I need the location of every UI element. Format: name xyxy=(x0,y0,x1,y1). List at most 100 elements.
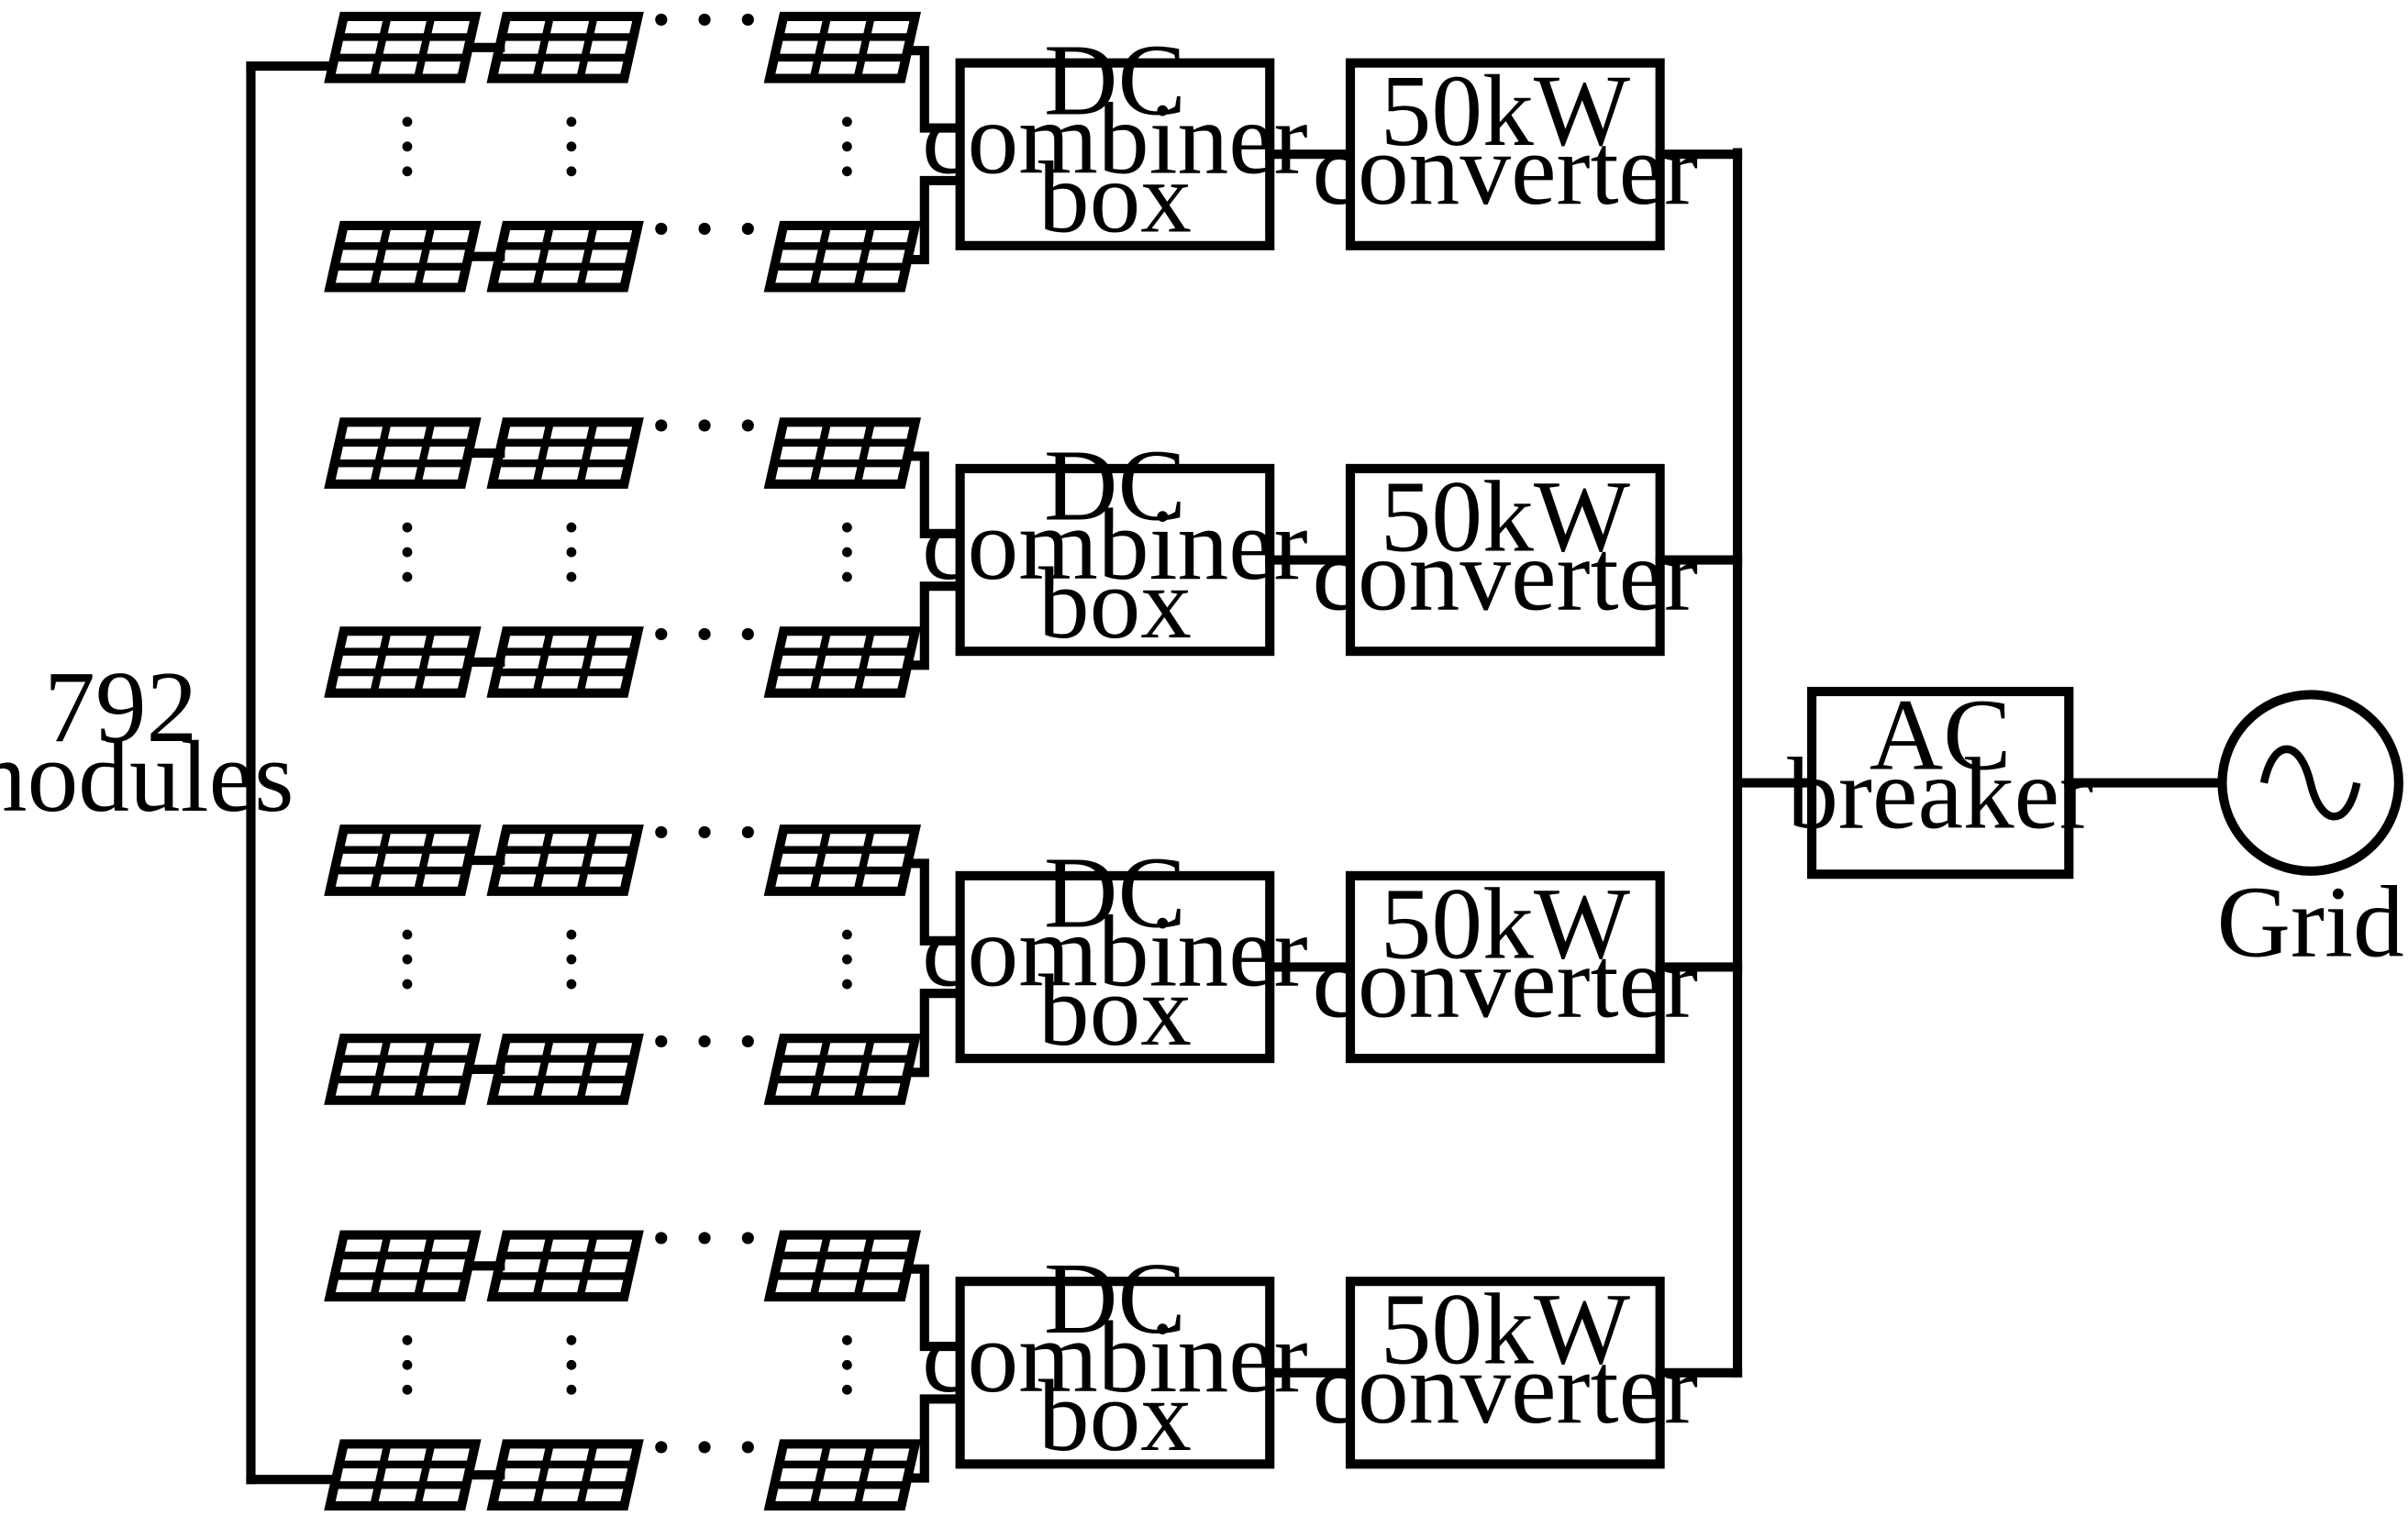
converter-label: converter xyxy=(1313,1333,1699,1445)
combiner-label: box xyxy=(1038,955,1192,1068)
combiner-label: box xyxy=(1038,548,1192,660)
combiner-input-wires xyxy=(907,451,965,670)
ellipsis-v xyxy=(566,1334,577,1395)
ac-breaker: AC breaker xyxy=(1787,679,2093,880)
combiner-label: box xyxy=(1038,142,1192,255)
string-row-top: ··· xyxy=(330,0,915,79)
modules-word: modules xyxy=(0,721,294,834)
string-row-bottom: ··· xyxy=(330,986,915,1101)
ellipsis-v xyxy=(841,929,852,990)
converter-label: 50kW xyxy=(1381,460,1630,573)
solar-panel-icon xyxy=(330,631,476,693)
string-row-top: ··· xyxy=(330,777,915,891)
ellipsis-v xyxy=(402,522,413,582)
solar-panel-icon xyxy=(330,226,476,288)
ellipsis-v xyxy=(841,116,852,177)
solar-panel-icon xyxy=(493,1235,638,1298)
combiner-label: combiner xyxy=(922,489,1308,602)
string-groups: ······DCcombinerbox50kWconverter······DC… xyxy=(330,0,1743,1506)
converter-label: converter xyxy=(1313,520,1699,633)
solar-panel-icon xyxy=(330,17,476,79)
solar-panel-icon xyxy=(770,226,915,288)
ellipsis-h: ··· xyxy=(644,986,774,1099)
solar-panel-icon xyxy=(493,1038,638,1101)
ellipsis-v xyxy=(841,522,852,582)
converter-label: converter xyxy=(1313,927,1699,1040)
string-row-bottom: ··· xyxy=(330,1391,915,1506)
solar-panel-icon xyxy=(770,17,915,79)
module-bracket xyxy=(246,61,338,1485)
ellipsis-v xyxy=(566,116,577,177)
converter-label: converter xyxy=(1313,114,1699,227)
solar-panel-icon xyxy=(770,1444,915,1506)
combiner-label: DC xyxy=(1044,24,1186,137)
string-row-bottom: ··· xyxy=(330,579,915,693)
ac-source-icon xyxy=(2217,690,2403,876)
ellipsis-h: ··· xyxy=(644,1182,774,1295)
solar-panel-icon xyxy=(493,17,638,79)
solar-panel-icon xyxy=(493,422,638,484)
ellipsis-v xyxy=(566,522,577,582)
solar-panel-icon xyxy=(493,829,638,891)
solar-panel-icon xyxy=(330,1444,476,1506)
string-row-top: ··· xyxy=(330,1182,915,1297)
combiner-label: DC xyxy=(1044,1243,1186,1355)
ellipsis-v xyxy=(402,929,413,990)
combiner-label: combiner xyxy=(922,1301,1308,1414)
ellipsis-h: ··· xyxy=(644,1391,774,1504)
combiner-label: combiner xyxy=(922,83,1308,195)
combiner-label: box xyxy=(1038,1360,1192,1473)
combiner-label: DC xyxy=(1044,837,1186,950)
ellipsis-v xyxy=(841,1334,852,1395)
string-row-top: ··· xyxy=(330,370,915,484)
solar-panel-icon xyxy=(493,631,638,693)
breaker-line-1: AC xyxy=(1870,679,2012,791)
solar-panel-icon xyxy=(770,1038,915,1101)
solar-panel-icon xyxy=(330,1235,476,1298)
grid-label: Grid xyxy=(2217,867,2404,979)
module-count: 792 xyxy=(44,651,197,764)
breaker-line-2: breaker xyxy=(1787,738,2093,851)
solar-panel-icon xyxy=(770,631,915,693)
converter-label: 50kW xyxy=(1381,1274,1630,1387)
combiner-label: DC xyxy=(1044,430,1186,543)
combiner-input-wires xyxy=(907,858,965,1078)
ac-bus xyxy=(1732,148,1817,1378)
solar-panel-icon xyxy=(330,422,476,484)
solar-panel-icon xyxy=(770,829,915,891)
combiner-input-wires xyxy=(907,1264,965,1483)
solar-panel-icon xyxy=(493,1444,638,1506)
ellipsis-h: ··· xyxy=(644,579,774,692)
ellipsis-v xyxy=(402,1334,413,1395)
ellipsis-v xyxy=(402,116,413,177)
string-row-bottom: ··· xyxy=(330,172,915,287)
solar-panel-icon xyxy=(330,829,476,891)
ellipsis-h: ··· xyxy=(644,777,774,890)
converter-label: 50kW xyxy=(1381,55,1630,168)
ellipsis-h: ··· xyxy=(644,172,774,285)
combiner-label: combiner xyxy=(922,896,1308,1009)
solar-panel-icon xyxy=(770,422,915,484)
solar-panel-icon xyxy=(493,226,638,288)
converter-label: 50kW xyxy=(1381,868,1630,980)
solar-panel-icon xyxy=(330,1038,476,1101)
modules-label: 792 modules xyxy=(0,651,294,834)
ellipsis-v xyxy=(566,929,577,990)
ellipsis-h: ··· xyxy=(644,370,774,482)
ellipsis-h: ··· xyxy=(644,0,774,77)
solar-panel-icon xyxy=(770,1235,915,1298)
combiner-input-wires xyxy=(907,46,965,265)
